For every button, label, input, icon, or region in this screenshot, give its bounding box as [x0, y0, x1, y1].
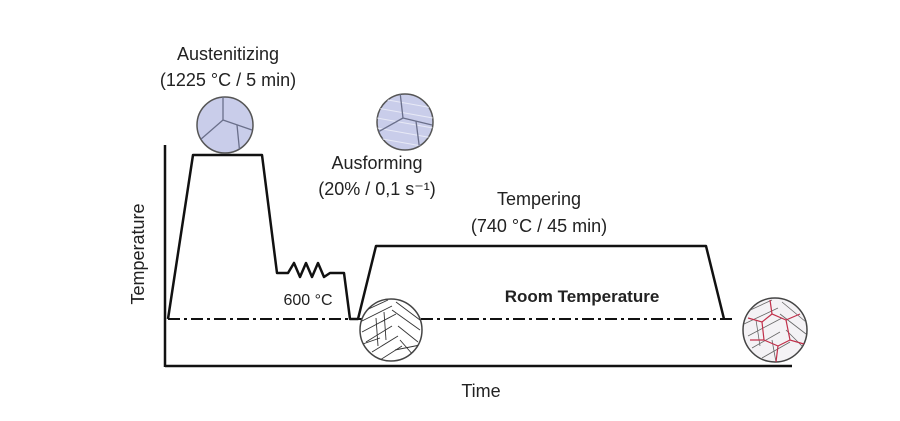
- martensite-structure-icon: [359, 298, 423, 362]
- thermal-cycle-curve: [166, 153, 726, 321]
- ausforming-label: Ausforming: [331, 153, 422, 173]
- room-temperature-label: Room Temperature: [505, 287, 660, 306]
- axes: [163, 145, 792, 368]
- deformed-grain-icon: [376, 93, 434, 151]
- austenite-grain-icon: [196, 96, 254, 154]
- x-axis-label: Time: [461, 381, 500, 401]
- ausforming-conditions: (20% / 0,1 s⁻¹): [318, 179, 436, 199]
- austenitizing-label: Austenitizing: [177, 44, 279, 64]
- tempering-conditions: (740 °C / 45 min): [471, 216, 607, 236]
- y-axis-label: Temperature: [128, 203, 148, 304]
- tempered-martensite-icon: [742, 297, 808, 363]
- austenitizing-conditions: (1225 °C / 5 min): [160, 70, 296, 90]
- deformation-temperature-label: 600 °C: [283, 292, 332, 309]
- tempering-label: Tempering: [497, 189, 581, 209]
